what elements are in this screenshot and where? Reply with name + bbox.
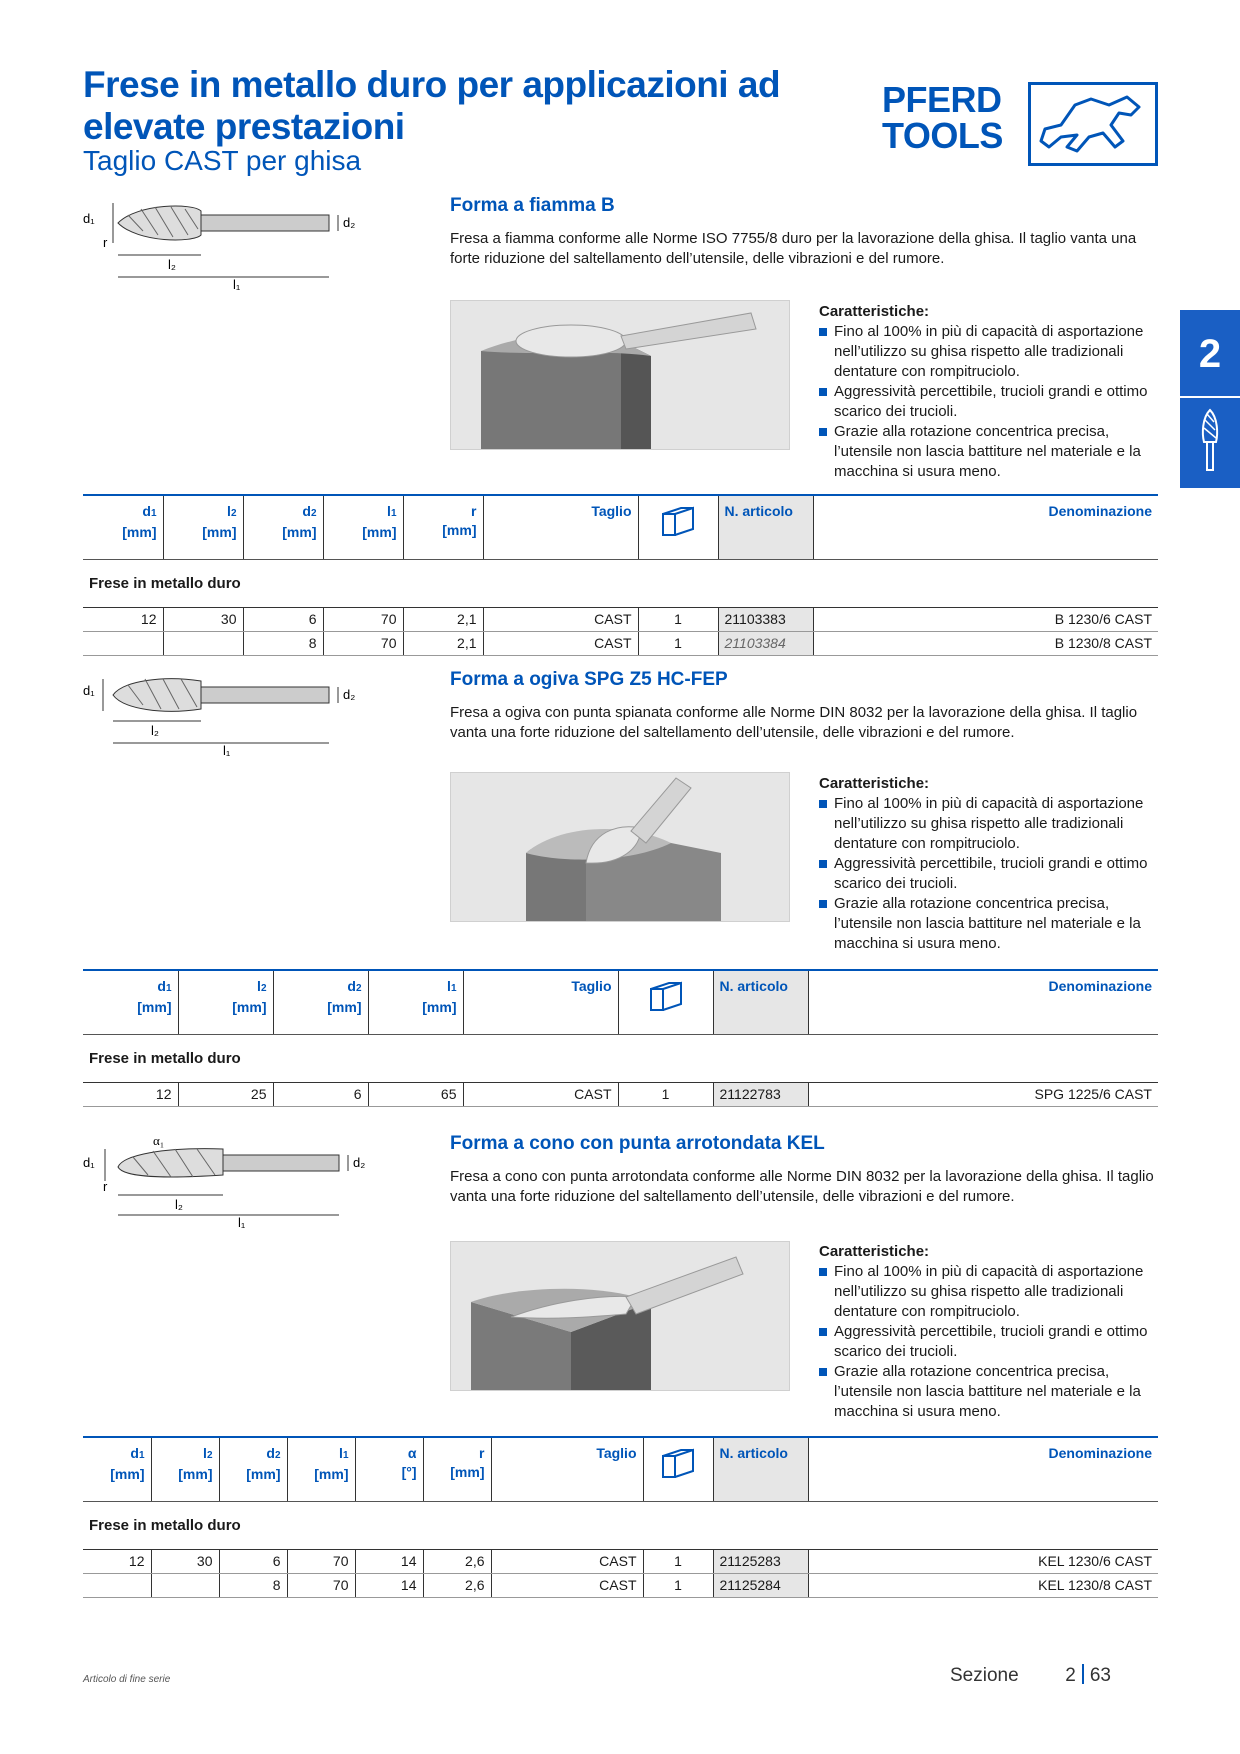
svg-text:d₁: d₁ bbox=[83, 683, 95, 698]
spec-table: d1[mm] l2[mm] d2[mm] l1[mm] α[°] r[mm] T… bbox=[83, 1436, 1158, 1598]
features-heading: Caratteristiche: bbox=[819, 303, 930, 320]
package-icon bbox=[643, 1436, 714, 1502]
section-title: Forma a cono con punta arrotondata KEL bbox=[450, 1133, 825, 1154]
section-tab: 2 bbox=[1180, 310, 1240, 488]
features-heading: Caratteristiche: bbox=[819, 1243, 930, 1260]
col-header: r[mm] bbox=[403, 494, 484, 560]
section-title: Forma a fiamma B bbox=[450, 195, 615, 216]
page-subtitle: Taglio CAST per ghisa bbox=[83, 145, 362, 176]
col-header: l1[mm] bbox=[368, 969, 464, 1035]
col-header: Taglio bbox=[463, 969, 619, 1035]
col-header: Denominazione bbox=[808, 969, 1158, 1035]
burr-drawing-kel: α₁ d₁ d₂ r l₂ l₁ bbox=[83, 1133, 383, 1233]
spec-table: d1[mm] l2[mm] d2[mm] l1[mm] r[mm] Taglio… bbox=[83, 494, 1158, 656]
section-description: Fresa a cono con punta arrotondata confo… bbox=[450, 1168, 1154, 1205]
horse-icon bbox=[1028, 82, 1158, 166]
svg-text:d₂: d₂ bbox=[343, 687, 355, 702]
col-header: Denominazione bbox=[813, 494, 1158, 560]
group-label: Frese in metallo duro bbox=[83, 559, 1158, 608]
page-num: 63 bbox=[1089, 1665, 1111, 1686]
svg-text:α₁: α₁ bbox=[153, 1133, 164, 1148]
svg-text:d₁: d₁ bbox=[83, 1155, 95, 1170]
feature-item: Fino al 100% in più di capacità di aspor… bbox=[819, 322, 1164, 382]
feature-item: Aggressività percettibile, trucioli gran… bbox=[819, 382, 1164, 422]
col-header: N. articolo bbox=[713, 1436, 809, 1502]
logo-line1: PFERD bbox=[882, 79, 1002, 120]
footer-note: Articolo di fine serie bbox=[83, 1674, 171, 1685]
svg-text:l₁: l₁ bbox=[233, 277, 241, 290]
features-list: Caratteristiche: Fino al 100% in più di … bbox=[819, 1242, 1164, 1422]
features-heading: Caratteristiche: bbox=[819, 775, 930, 792]
col-header: l2[mm] bbox=[151, 1436, 220, 1502]
svg-text:l₂: l₂ bbox=[151, 723, 159, 738]
col-header: l2[mm] bbox=[178, 969, 274, 1035]
col-header: Denominazione bbox=[808, 1436, 1158, 1502]
section-number: 2 bbox=[1065, 1665, 1076, 1686]
burr-icon bbox=[1198, 408, 1222, 477]
package-icon bbox=[618, 969, 714, 1035]
col-header: α[°] bbox=[355, 1436, 424, 1502]
section-label: Sezione bbox=[950, 1665, 1019, 1686]
svg-text:d₂: d₂ bbox=[343, 215, 355, 230]
col-header: l1[mm] bbox=[323, 494, 404, 560]
col-header: d1[mm] bbox=[83, 1436, 152, 1502]
col-header: N. articolo bbox=[713, 969, 809, 1035]
section-title: Forma a ogiva SPG Z5 HC-FEP bbox=[450, 669, 728, 690]
col-header: d2[mm] bbox=[219, 1436, 288, 1502]
burr-drawing-b: d₁ d₂ r l₂ l₁ bbox=[83, 195, 383, 295]
col-header: Taglio bbox=[483, 494, 639, 560]
feature-item: Aggressività percettibile, trucioli gran… bbox=[819, 1322, 1164, 1362]
page-title: Frese in metallo duro per applicazioni a… bbox=[83, 64, 781, 147]
svg-text:l₂: l₂ bbox=[175, 1197, 183, 1212]
feature-item: Fino al 100% in più di capacità di aspor… bbox=[819, 1262, 1164, 1322]
col-header: r[mm] bbox=[423, 1436, 492, 1502]
application-photo bbox=[450, 300, 790, 450]
pferd-logo: PFERD TOOLS bbox=[882, 82, 1158, 168]
spec-table: d1[mm] l2[mm] d2[mm] l1[mm] Taglio N. ar… bbox=[83, 969, 1158, 1107]
col-header: d2[mm] bbox=[243, 494, 324, 560]
svg-text:d₂: d₂ bbox=[353, 1155, 365, 1170]
application-photo bbox=[450, 1241, 790, 1391]
logo-line2: TOOLS bbox=[882, 115, 1003, 156]
col-header: d1[mm] bbox=[83, 969, 179, 1035]
package-icon bbox=[638, 494, 719, 560]
features-list: Caratteristiche: Fino al 100% in più di … bbox=[819, 774, 1164, 954]
svg-text:l₁: l₁ bbox=[238, 1215, 246, 1228]
feature-item: Aggressività percettibile, trucioli gran… bbox=[819, 854, 1164, 894]
burr-drawing-spg: d₁ d₂ l₂ l₁ bbox=[83, 667, 383, 767]
col-header: l1[mm] bbox=[287, 1436, 356, 1502]
col-header: Taglio bbox=[491, 1436, 644, 1502]
col-header: d2[mm] bbox=[273, 969, 369, 1035]
feature-item: Grazie alla rotazione concentrica precis… bbox=[819, 422, 1164, 482]
section-tab-number: 2 bbox=[1198, 332, 1222, 376]
section-description: Fresa a fiamma conforme alle Norme ISO 7… bbox=[450, 230, 1137, 267]
svg-text:r: r bbox=[103, 235, 108, 250]
col-header: d1[mm] bbox=[83, 494, 164, 560]
feature-item: Grazie alla rotazione concentrica precis… bbox=[819, 1362, 1164, 1422]
svg-text:l₂: l₂ bbox=[168, 257, 176, 272]
section-description: Fresa a ogiva con punta spianata conform… bbox=[450, 704, 1138, 741]
features-list: Caratteristiche: Fino al 100% in più di … bbox=[819, 302, 1164, 482]
group-label: Frese in metallo duro bbox=[83, 1034, 1158, 1083]
application-photo bbox=[450, 772, 790, 922]
svg-text:r: r bbox=[103, 1179, 108, 1194]
feature-item: Grazie alla rotazione concentrica precis… bbox=[819, 894, 1164, 954]
svg-text:d₁: d₁ bbox=[83, 211, 95, 226]
group-label: Frese in metallo duro bbox=[83, 1501, 1158, 1550]
svg-text:l₁: l₁ bbox=[223, 743, 231, 758]
col-header: N. articolo bbox=[718, 494, 814, 560]
page-number: Sezione 2 63 bbox=[950, 1664, 1111, 1687]
col-header: l2[mm] bbox=[163, 494, 244, 560]
feature-item: Fino al 100% in più di capacità di aspor… bbox=[819, 794, 1164, 854]
